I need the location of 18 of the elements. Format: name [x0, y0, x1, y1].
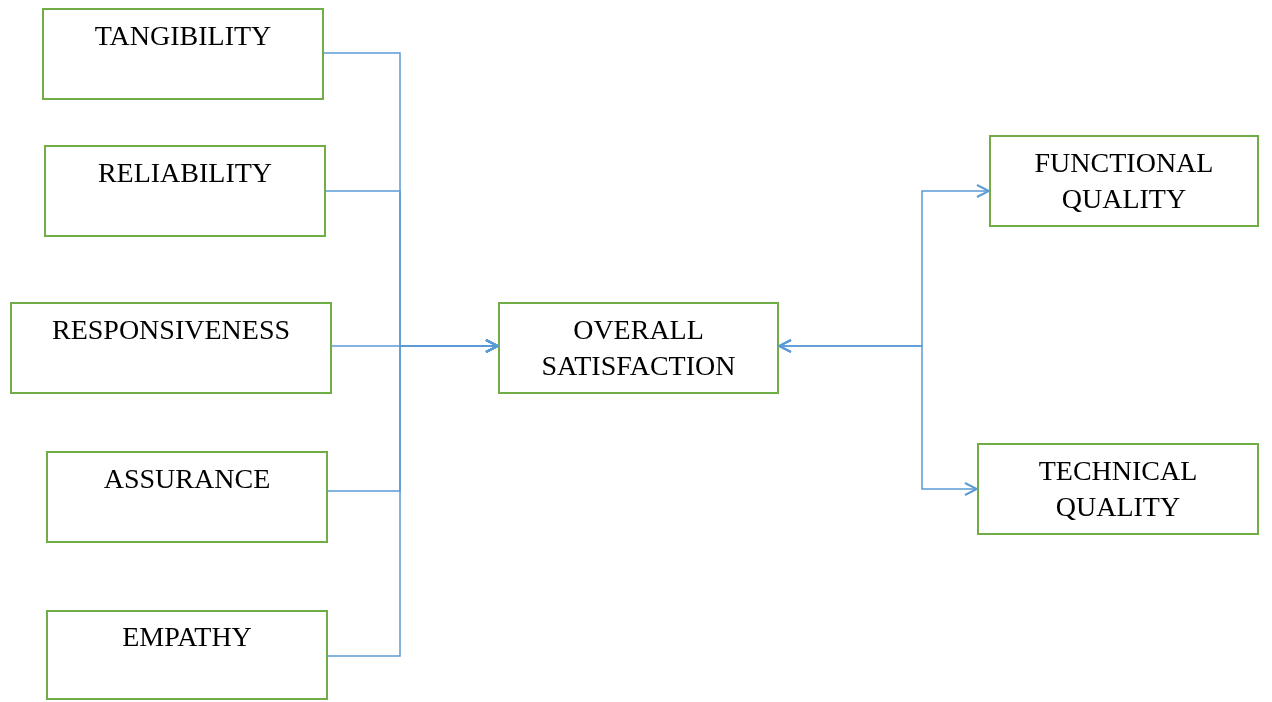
factor-box	[977, 443, 1259, 535]
connector-arrow	[327, 339, 499, 657]
box-label: TECHNICAL QUALITY	[1037, 453, 1199, 524]
factor-box	[10, 302, 332, 394]
box-label: RELIABILITY	[97, 155, 273, 190]
box-label: EMPATHY	[122, 619, 252, 654]
box-label: ASSURANCE	[103, 461, 271, 496]
factor-box	[46, 451, 328, 543]
box-label: OVERALL SATISFACTION	[540, 312, 737, 383]
factor-box	[42, 8, 324, 100]
factor-box	[46, 610, 328, 700]
box-label: TANGIBILITY	[94, 18, 272, 53]
factor-box	[989, 135, 1259, 227]
box-label: RESPONSIVENESS	[51, 312, 291, 347]
factor-box	[44, 145, 326, 237]
factor-box	[498, 302, 779, 394]
connector-arrow	[778, 339, 978, 496]
box-label: FUNCTIONAL QUALITY	[1033, 145, 1215, 216]
